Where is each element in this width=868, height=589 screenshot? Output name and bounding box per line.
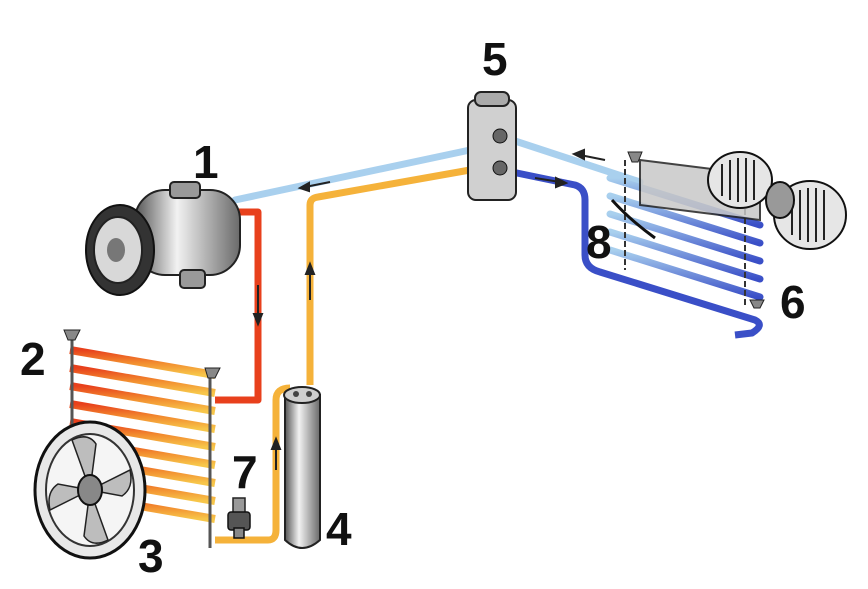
- condenser-fan: [33, 420, 147, 560]
- evaporator-outlet-line: [508, 136, 644, 186]
- compressor: [85, 181, 241, 296]
- blower-motor: [610, 151, 847, 250]
- label-condenser: 2: [20, 333, 46, 385]
- pressure-switch: [227, 497, 251, 539]
- expansion-valve: [467, 91, 517, 201]
- receiver-drier: [283, 386, 321, 549]
- label-compressor: 1: [193, 136, 219, 188]
- condenser-outlet-line: [215, 384, 291, 544]
- flow-arrows: [252, 148, 606, 470]
- label-evaporator: 6: [780, 276, 806, 328]
- label-condenser-fan: 3: [138, 530, 164, 582]
- evaporator-inlet-line: [511, 168, 763, 339]
- label-expansion-valve: 5: [482, 33, 508, 85]
- liquid-line: [306, 166, 471, 385]
- label-pressure-switch: 7: [232, 446, 258, 498]
- suction-line: [231, 146, 474, 204]
- label-blower-motor: 8: [586, 216, 612, 268]
- label-receiver-drier: 4: [326, 503, 352, 555]
